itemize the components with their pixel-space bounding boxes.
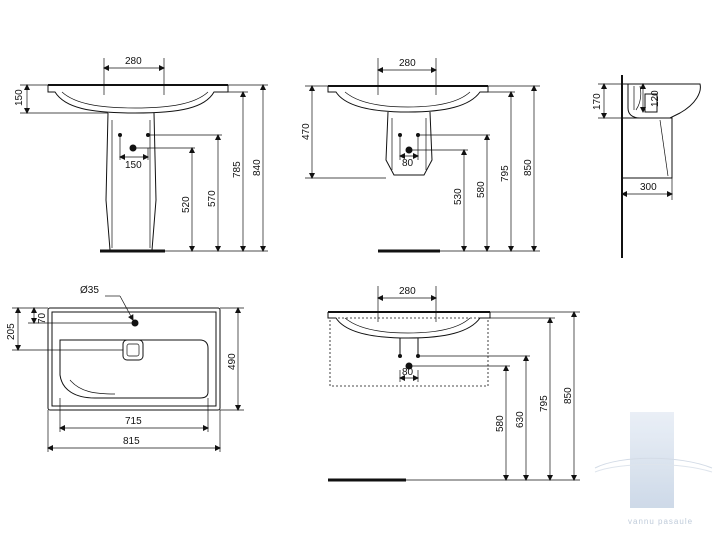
dim-280-wall: 280 xyxy=(399,286,416,297)
front-pedestal-view: 280 150 150 520 570 785 840 xyxy=(14,56,268,253)
dim-280-front: 280 xyxy=(125,56,142,67)
dim-470: 470 xyxy=(301,123,312,140)
dim-570: 570 xyxy=(207,190,218,207)
dim-80-wall: 80 xyxy=(402,367,414,378)
dim-795-wall: 795 xyxy=(539,395,550,412)
dim-580-wall: 580 xyxy=(495,415,506,432)
top-view: Ø35 205 70 490 715 815 xyxy=(6,285,244,452)
dim-490: 490 xyxy=(227,353,238,370)
dim-785: 785 xyxy=(232,161,243,178)
dim-300: 300 xyxy=(640,182,657,193)
watermark-text: vannu pasaule xyxy=(628,517,693,526)
dim-280-semi: 280 xyxy=(399,58,416,69)
dim-840: 840 xyxy=(252,159,263,176)
tap-hole-label: Ø35 xyxy=(80,285,99,296)
dim-205: 205 xyxy=(6,323,17,340)
dim-815: 815 xyxy=(123,436,140,447)
semi-pedestal-view: 280 470 80 530 580 795 850 xyxy=(301,58,540,253)
dim-715: 715 xyxy=(125,416,142,427)
dim-530: 530 xyxy=(453,188,464,205)
dim-70: 70 xyxy=(37,312,48,324)
side-profile-view: 170 120 300 xyxy=(592,75,701,258)
dim-580-semi: 580 xyxy=(476,181,487,198)
dim-80-semi: 80 xyxy=(402,158,414,169)
dim-150-spacing: 150 xyxy=(125,160,142,171)
wall-hung-view: 280 80 580 630 795 850 xyxy=(327,286,580,482)
dim-795-semi: 795 xyxy=(500,165,511,182)
dim-150-bowl: 150 xyxy=(14,89,25,106)
dim-120: 120 xyxy=(650,90,661,107)
dim-520: 520 xyxy=(181,196,192,213)
dim-850-wall: 850 xyxy=(563,387,574,404)
dim-630: 630 xyxy=(515,411,526,428)
watermark-logo: vannu pasaule xyxy=(594,412,713,526)
dim-850-semi: 850 xyxy=(523,159,534,176)
dim-170: 170 xyxy=(592,93,603,110)
